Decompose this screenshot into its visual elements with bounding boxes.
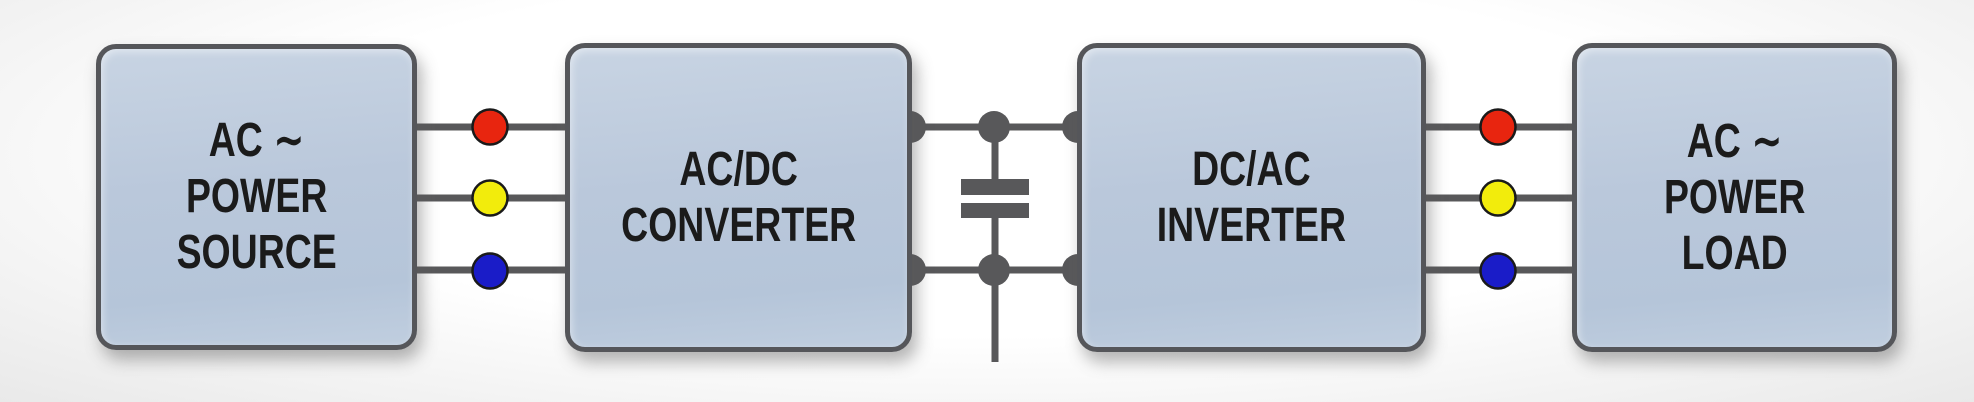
capacitor-bottom-plate — [961, 203, 1029, 218]
block-label-ac-power-load: AC ∼ POWER LOAD — [1664, 114, 1805, 282]
block-ac-power-source: AC ∼ POWER SOURCE — [96, 44, 417, 350]
block-label-line: POWER — [185, 170, 328, 223]
phase-b-dot-load-side — [1479, 179, 1517, 217]
phase-a-dot-load-side — [1479, 108, 1517, 146]
block-label-line: LOAD — [1681, 226, 1788, 280]
phase-a-dot-source-side — [471, 108, 509, 146]
block-label-line: INVERTER — [1156, 198, 1347, 252]
block-label-dc-ac-inverter: DC/AC INVERTER — [1157, 142, 1346, 254]
block-label-line: CONVERTER — [620, 198, 857, 252]
block-label-line: SOURCE — [176, 226, 337, 279]
block-label-line: AC ∼ — [208, 114, 305, 167]
phase-b-dot-source-side — [471, 179, 509, 217]
block-label-line: AC/DC — [679, 142, 798, 196]
block-label-line: DC/AC — [1192, 142, 1311, 196]
junction-dot-capacitor-positive — [978, 111, 1010, 143]
block-dc-ac-inverter: DC/AC INVERTER — [1077, 43, 1426, 352]
block-ac-power-load: AC ∼ POWER LOAD — [1572, 43, 1897, 352]
block-label-line: POWER — [1663, 170, 1806, 224]
capacitor-top-plate — [961, 179, 1029, 195]
block-label-line: AC ∼ — [1686, 114, 1783, 168]
phase-c-dot-load-side — [1479, 252, 1517, 290]
block-label-ac-dc-converter: AC/DC CONVERTER — [621, 142, 856, 254]
phase-c-dot-source-side — [471, 252, 509, 290]
junction-dot-capacitor-negative — [978, 254, 1010, 286]
block-label-ac-power-source: AC ∼ POWER SOURCE — [176, 113, 336, 281]
block-ac-dc-converter: AC/DC CONVERTER — [565, 43, 912, 352]
